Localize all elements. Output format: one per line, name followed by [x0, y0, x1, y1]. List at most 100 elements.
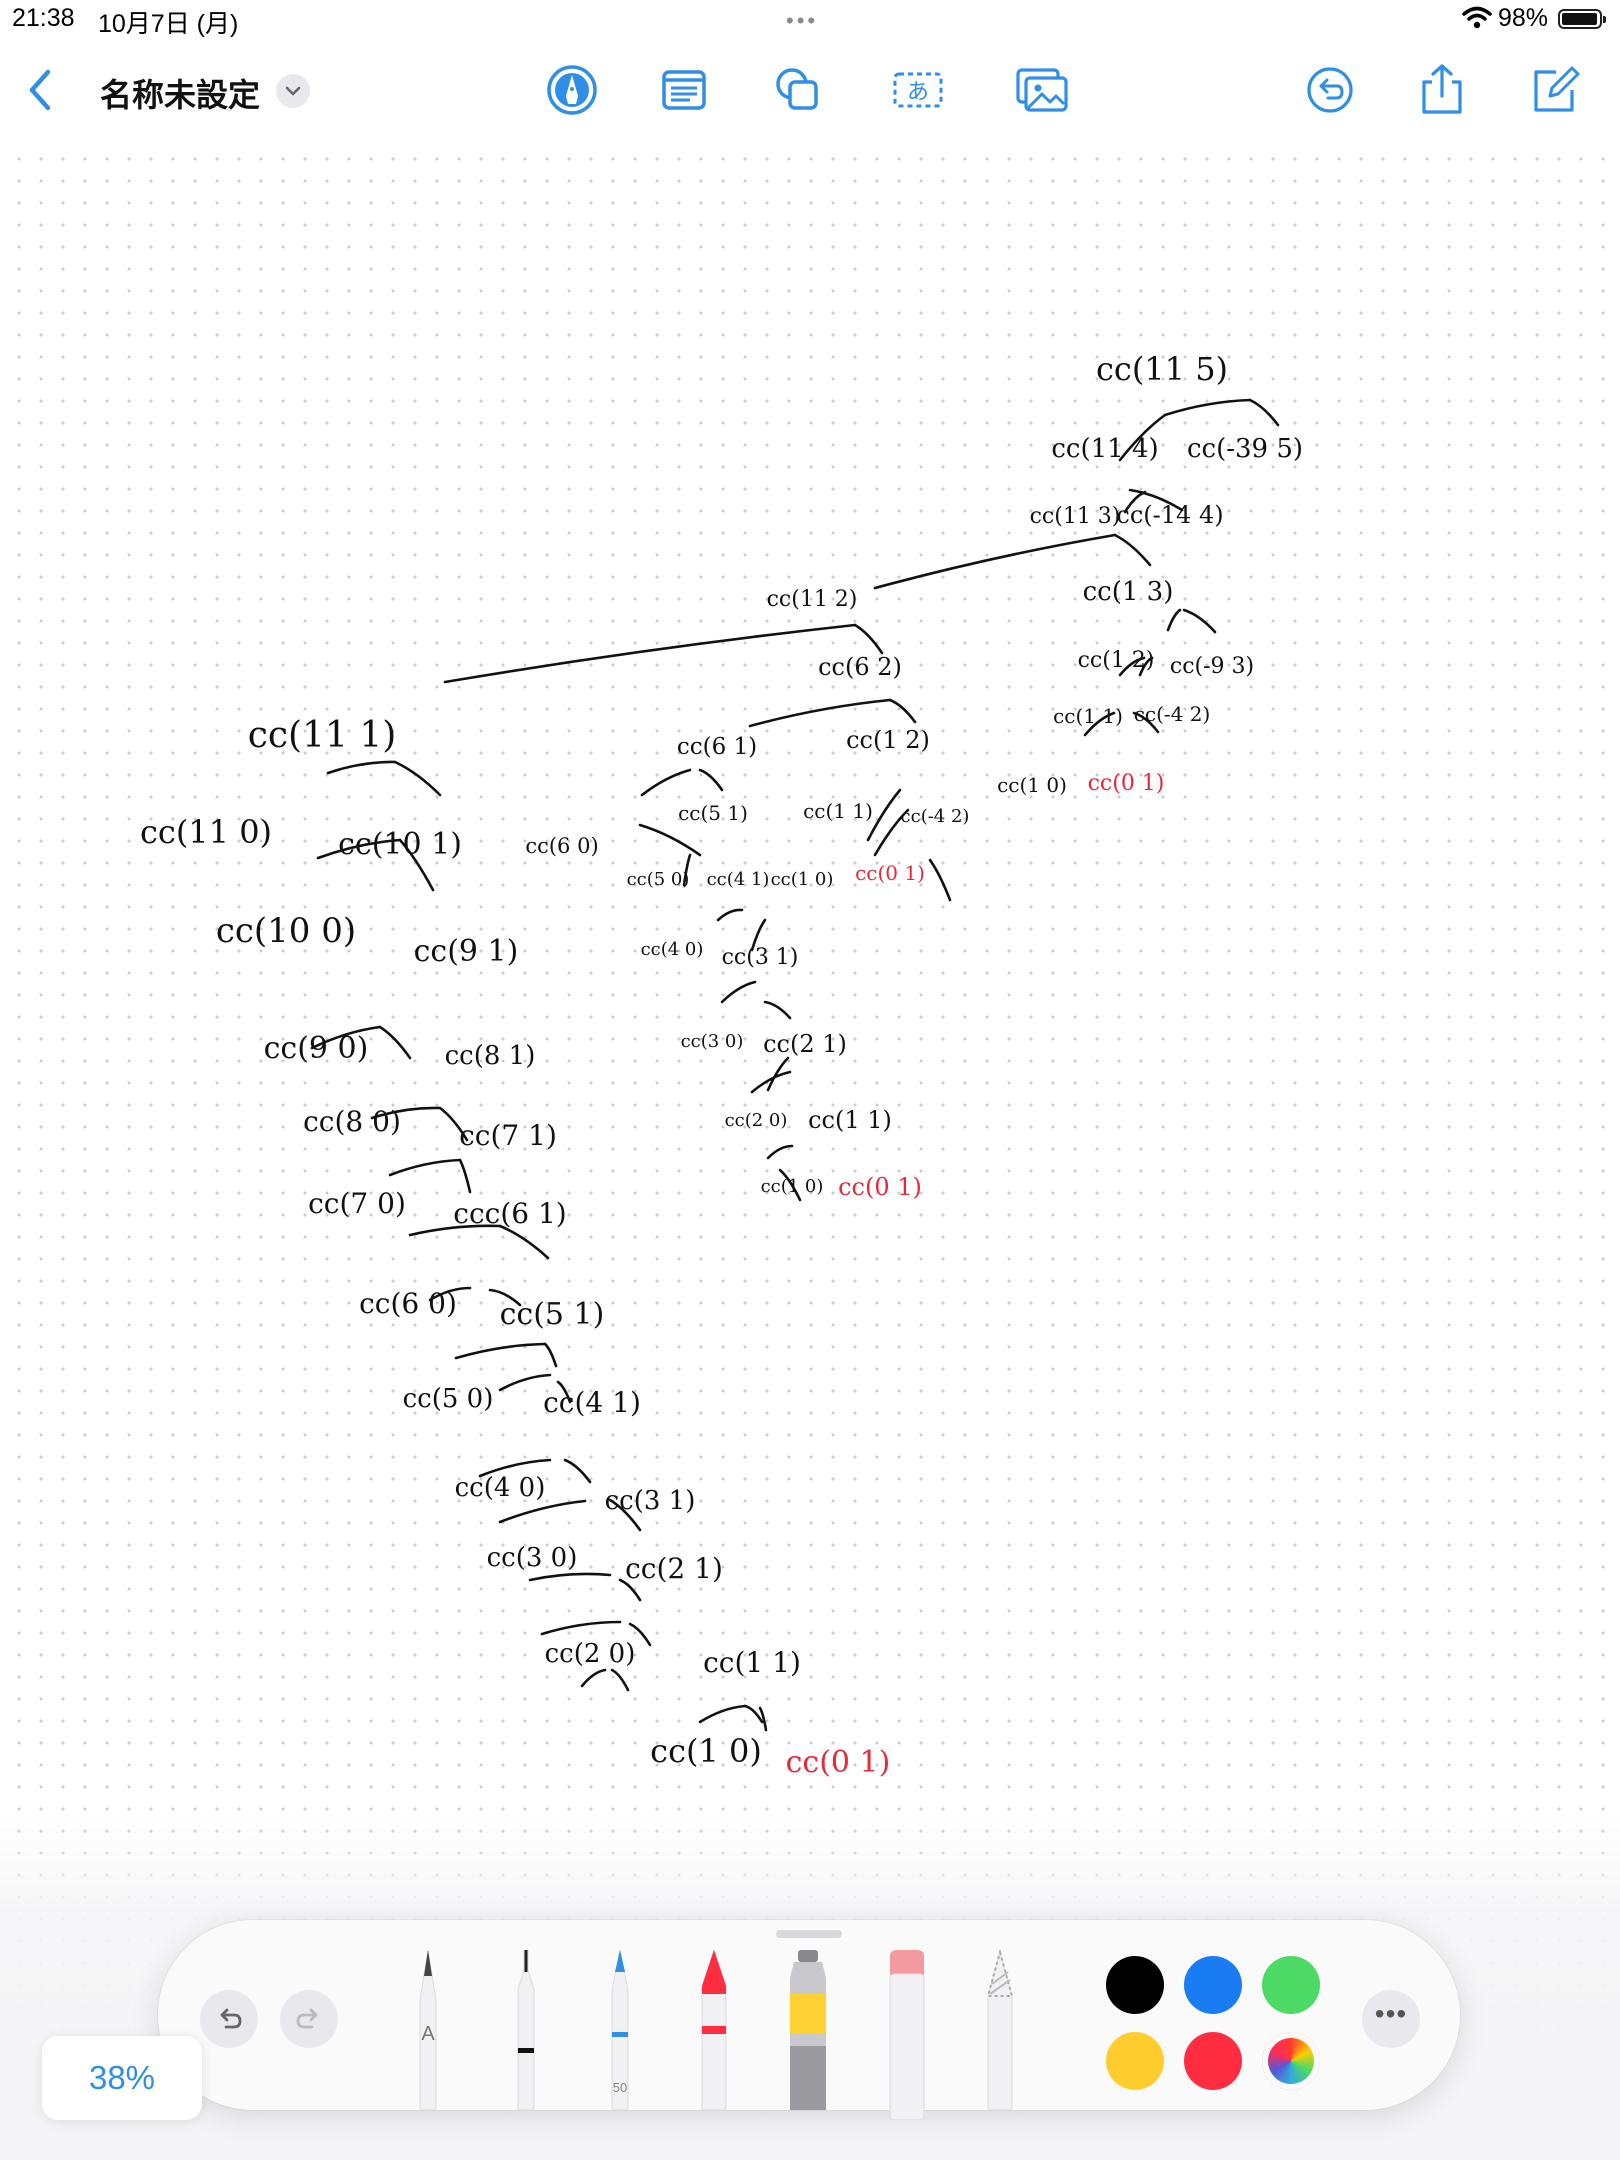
tree-branch-stroke: [543, 1342, 558, 1368]
tree-node-label: cc(11 0): [140, 813, 272, 851]
tree-branch-stroke: [698, 768, 724, 792]
monoline-pen-icon[interactable]: A: [406, 1950, 450, 2110]
back-icon[interactable]: [22, 66, 58, 114]
tree-node-label: cc(6 0): [359, 1287, 457, 1320]
tree-branch-stroke: [1083, 711, 1116, 737]
undo-icon: [220, 2008, 242, 2029]
text-box-icon[interactable]: [656, 62, 712, 118]
tree-branch-stroke: [1182, 608, 1217, 634]
tree-branch-stroke: [608, 1498, 642, 1532]
tree-branch-stroke: [866, 788, 902, 842]
tree-node-label: cc(3 1): [605, 1486, 696, 1516]
color-yellow-swatch[interactable]: [1106, 2032, 1164, 2090]
document-title[interactable]: 名称未設定: [100, 77, 261, 113]
tree-leaf-label-red: cc(0 1): [786, 1745, 891, 1780]
tree-node-label: cc(8 1): [445, 1041, 536, 1071]
tree-branch-stroke: [316, 838, 402, 860]
tree-node-label: cc(1 2): [846, 726, 930, 754]
lasso-icon[interactable]: [978, 1950, 1022, 2110]
tree-node-label: cc(9 1): [414, 934, 519, 969]
pen-icon[interactable]: [544, 62, 600, 118]
top-toolbar: 名称未設定 あ: [0, 40, 1620, 140]
color-black-swatch[interactable]: [1106, 1956, 1164, 2014]
tree-branch-stroke: [398, 838, 435, 892]
tree-node-label: cc(10 1): [338, 827, 462, 862]
tree-branch-stroke: [716, 908, 744, 922]
tree-node-label: ccc(6 1): [453, 1197, 566, 1230]
eraser-icon[interactable]: [884, 1950, 928, 2120]
tree-node-label: cc(5 1): [500, 1297, 605, 1332]
tree-branch-stroke: [1113, 533, 1152, 567]
status-bar: 21:38 10月7日 (月) ••• 98%: [0, 0, 1620, 40]
palette-redo-button[interactable]: [280, 1990, 338, 2048]
tree-node-label: cc(5 0): [403, 1384, 494, 1414]
tree-node-label: cc(6 1): [677, 734, 757, 760]
drawing-canvas[interactable]: cc(11 5)cc(11 4)cc(-39 5)cc(11 3)cc(-14 …: [0, 140, 1620, 2040]
status-date: 10月7日 (月): [98, 10, 239, 38]
tree-branch-stroke: [748, 698, 892, 728]
tree-node-label: cc(-4 2): [1134, 702, 1211, 726]
tree-node-label: cc(1 0): [650, 1732, 762, 1770]
undo-circle-icon[interactable]: [1302, 62, 1358, 118]
tree-node-label: cc(5 1): [678, 801, 748, 825]
tree-branch-stroke: [1118, 656, 1146, 677]
watercolor-brush-icon[interactable]: [780, 1950, 836, 2110]
tree-node-label: cc(1 2): [1078, 648, 1155, 673]
tree-branch-stroke: [580, 1668, 607, 1688]
marker-icon[interactable]: 50: [598, 1950, 642, 2110]
tree-branch-stroke: [556, 1380, 572, 1404]
image-icon[interactable]: [1014, 62, 1070, 118]
tree-branch-stroke: [640, 768, 692, 797]
shapes-icon[interactable]: [770, 62, 826, 118]
tree-node-label: cc(4 1): [707, 869, 770, 890]
tree-node-label: cc(7 0): [308, 1187, 406, 1220]
redo-icon: [296, 2008, 318, 2029]
palette-undo-button[interactable]: [200, 1990, 258, 2048]
tree-branch-stroke: [778, 1168, 802, 1202]
share-icon[interactable]: [1414, 62, 1470, 118]
tree-branch-stroke: [428, 1286, 472, 1302]
tree-branch-stroke: [763, 1000, 792, 1020]
tree-branch-stroke: [1248, 398, 1280, 427]
tree-branch-stroke: [458, 1158, 472, 1194]
tree-node-label: cc(-14 4): [1116, 501, 1223, 529]
crayon-icon[interactable]: [692, 1950, 736, 2110]
monoline-badge: A: [421, 2023, 435, 2045]
tree-node-label: cc(11 2): [767, 587, 858, 612]
tree-branch-stroke: [1128, 488, 1184, 512]
palette-grabber[interactable]: [776, 1930, 842, 1938]
title-menu-button[interactable]: [276, 74, 310, 108]
tree-branch-stroke: [370, 1106, 442, 1120]
tree-branch-stroke: [408, 1224, 502, 1237]
tree-node-label: cc(3 0): [487, 1543, 578, 1573]
color-blue-swatch[interactable]: [1184, 1956, 1242, 2014]
tree-branch-stroke: [498, 1373, 552, 1392]
tree-branch-stroke: [326, 760, 397, 775]
tree-branch-stroke: [498, 1224, 550, 1260]
more-options-button[interactable]: •••: [1362, 1990, 1420, 2048]
multitasking-dots[interactable]: •••: [786, 8, 819, 33]
tree-node-label: cc(4 1): [543, 1386, 641, 1419]
color-wheel-icon[interactable]: [1262, 2032, 1320, 2090]
fineliner-icon[interactable]: [504, 1950, 548, 2110]
color-green-swatch[interactable]: [1262, 1956, 1320, 2014]
tree-branch-stroke: [698, 1704, 747, 1724]
tree-branch-stroke: [766, 1144, 794, 1160]
zoom-level-indicator[interactable]: 38%: [42, 2036, 202, 2120]
svg-text:あ: あ: [907, 80, 929, 105]
tree-branch-strokes: [310, 398, 1280, 1732]
tree-node-label: cc(-39 5): [1187, 434, 1303, 464]
tree-branch-stroke: [498, 1499, 587, 1524]
tree-node-label: cc(2 1): [625, 1552, 723, 1585]
tree-branch-stroke: [618, 1578, 642, 1602]
tree-leaf-label-red: cc(0 1): [838, 1173, 922, 1201]
tree-branch-stroke: [1163, 398, 1252, 417]
tree-node-label: cc(-4 2): [901, 806, 970, 827]
compose-icon[interactable]: [1526, 62, 1582, 118]
tree-node-label: cc(1 1): [803, 799, 873, 823]
color-red-swatch[interactable]: [1184, 2032, 1242, 2090]
tree-node-label: cc(10 0): [216, 911, 356, 951]
tree-node-label: cc(1 1): [1053, 704, 1123, 728]
tree-branch-stroke: [310, 1025, 382, 1050]
japanese-text-icon[interactable]: あ: [890, 62, 946, 118]
